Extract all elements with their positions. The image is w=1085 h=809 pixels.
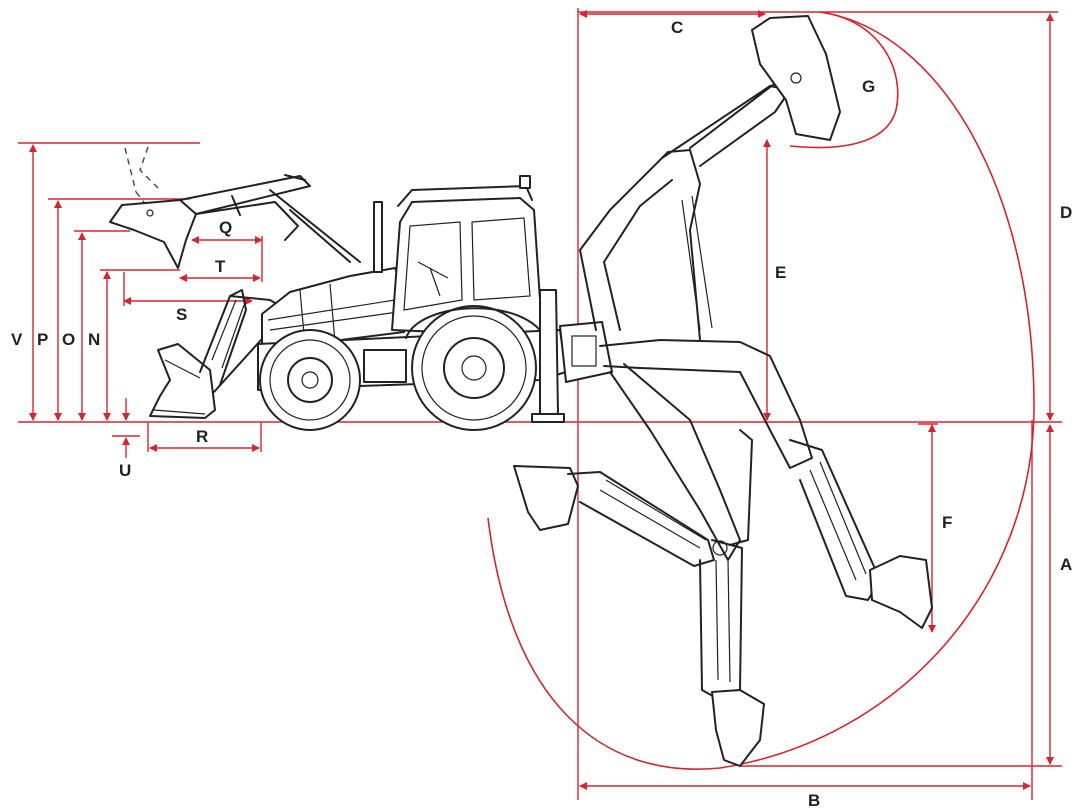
label-f: F [942,513,952,532]
label-v: V [11,330,23,349]
raised-loader-arm [179,174,361,263]
front-wheel [259,329,361,431]
swing-frame [559,321,613,383]
cab-roof [397,185,533,207]
label-g: G [862,77,875,96]
stabilizer-leg [539,289,559,415]
tucked-dipper [567,471,715,567]
label-c: C [671,18,683,37]
reach-dipper [789,439,881,601]
label-b: B [808,791,820,809]
tractor-body [257,175,613,431]
raised-bucket-backhoe [751,15,841,141]
label-e: E [775,263,786,282]
label-r: R [196,427,208,446]
tucked-cylinder [599,479,707,549]
rear-wheel [411,305,537,431]
raised-boom-cylinder [681,195,713,331]
label-n: N [88,330,100,349]
tucked-pin [712,540,728,556]
cab-window-front [403,221,463,311]
backhoe-tucked-position [513,465,728,567]
label-s: S [176,305,187,324]
raised-bucket-pin [146,209,154,217]
dig-dipper [699,539,743,701]
steering-wheel [417,261,449,297]
dimension-labels: C D E G F A B V P O N Q T S R U [11,18,1072,809]
exhaust-stack [373,201,383,273]
label-q: Q [219,218,232,237]
raised-bucket [109,199,197,269]
raised-dipper [661,71,791,167]
tucked-bucket [513,465,579,531]
lowered-bucket-teeth [153,359,206,415]
hood-grille [267,283,399,346]
front-loader [109,146,361,419]
label-u: U [119,461,131,480]
reach-envelope-arc [487,11,1035,770]
stabilizer-pad [531,413,565,423]
reach-boom [599,339,813,469]
dig-cylinder [715,559,731,683]
bucket-rotation-arc-g [789,11,899,149]
dig-boom [609,363,741,561]
label-a: A [1060,555,1072,574]
label-o: O [62,330,75,349]
backhoe-reach-position [599,339,933,629]
label-t: T [215,257,226,276]
raised-bucket-ghost [124,146,161,211]
backhoe-dig-position [609,363,765,767]
dimension-lines [18,8,1062,800]
raised-boom [579,149,701,341]
dig-bucket [711,689,765,767]
lowered-arm-braces [211,299,245,369]
raised-bucket-linkage [790,72,802,84]
step-box [363,349,407,383]
dig-stick-upper [729,429,753,546]
reach-cylinder [809,461,867,581]
reach-bucket [869,555,933,629]
raised-arm-linkage [195,195,299,241]
swing-plate [571,335,597,367]
cab-window-rear [471,217,531,301]
lowered-bucket [149,343,216,419]
beacon [519,175,531,189]
backhoe-raised-position [579,15,841,341]
label-d: D [1060,203,1072,222]
rear-fender [405,307,547,341]
label-p: P [37,330,48,349]
